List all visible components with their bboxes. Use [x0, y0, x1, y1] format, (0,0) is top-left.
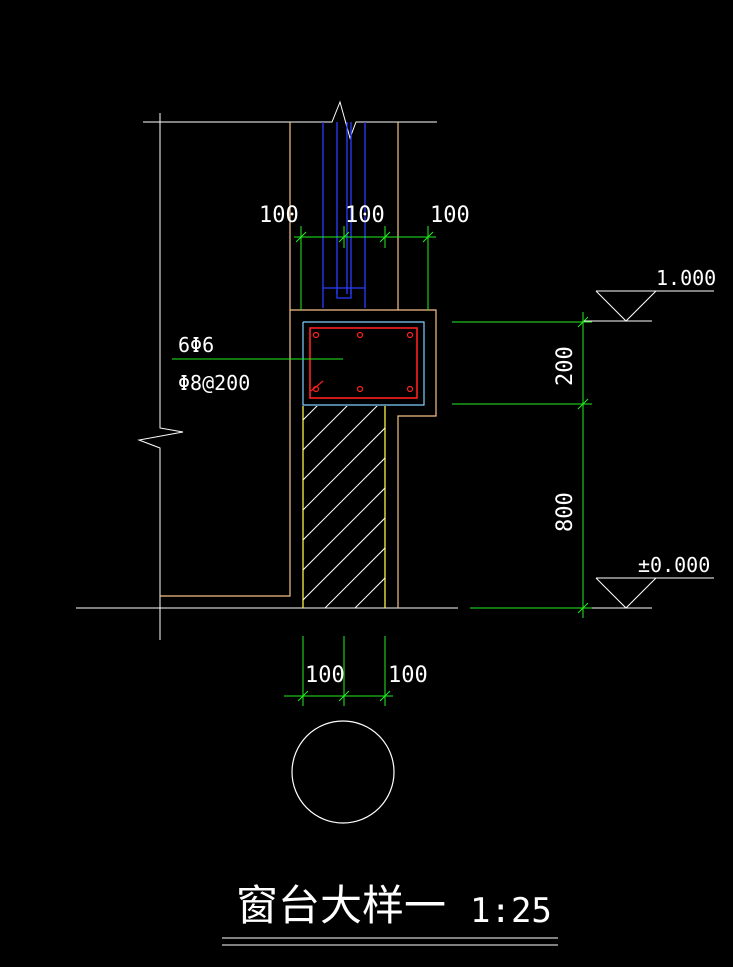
- elevation-lower-label: ±0.000: [638, 553, 710, 577]
- left-break-line: [137, 113, 184, 640]
- dim-top-right: 100: [430, 203, 470, 228]
- dim-vertical-lower: 800: [553, 492, 578, 532]
- rebar-dots: [312, 331, 414, 393]
- elevation-marker-lower: [595, 577, 714, 609]
- dim-top-mid: 100: [345, 203, 385, 228]
- drawing-title: 窗台大样一: [236, 881, 446, 930]
- dim-bottom-left: 100: [305, 663, 345, 688]
- detail-circle: [291, 720, 395, 824]
- elevation-marker-upper: [584, 290, 714, 322]
- vertical-dimension: [452, 312, 592, 618]
- masonry-block: [302, 406, 386, 608]
- top-dimension: [294, 226, 436, 310]
- rebar-stirrup-label: Φ8@200: [178, 371, 250, 395]
- masonry-hatch: [303, 406, 385, 608]
- wall-outline: [160, 122, 437, 608]
- rebar-longitudinal-label: 6Φ6: [178, 333, 214, 357]
- elevation-upper-label: 1.000: [656, 266, 716, 290]
- stirrup-hook: [310, 380, 324, 392]
- title-underline: [222, 937, 558, 946]
- beam-section: [302, 321, 425, 406]
- sill-outline: [160, 310, 291, 597]
- dim-top-left: 100: [259, 203, 299, 228]
- rebar-cage: [309, 327, 418, 399]
- dim-vertical-upper: 200: [553, 346, 578, 386]
- bottom-dimension: [284, 636, 393, 706]
- cover-outline: [302, 321, 425, 406]
- top-break-line: [143, 100, 437, 140]
- rebar-annotation: 6Φ6 Φ8@200: [172, 333, 343, 395]
- sill-head: [290, 309, 437, 608]
- drawing-scale: 1:25: [470, 891, 552, 931]
- dim-bottom-right: 100: [388, 663, 428, 688]
- conduit-pipes: [322, 122, 366, 308]
